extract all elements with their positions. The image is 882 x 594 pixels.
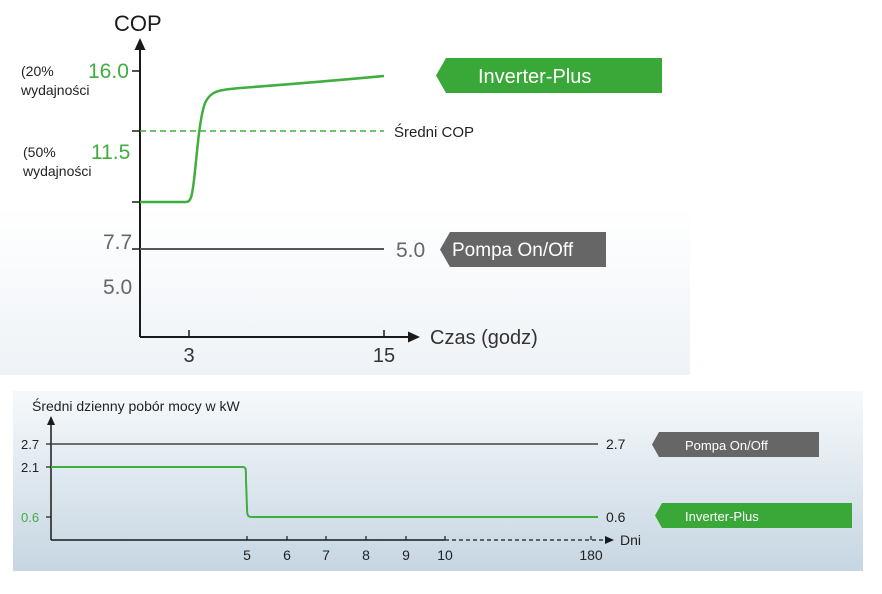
badge-inverter-plus-label: Inverter-Plus bbox=[478, 66, 591, 88]
cop-tick-note-20-line2: wydajności bbox=[20, 82, 89, 98]
power-x-axis-title: Dni bbox=[620, 532, 641, 548]
power-y-tick-label-2-1: 2.1 bbox=[21, 460, 39, 475]
cop-tick-note-50-line2: wydajności bbox=[22, 163, 91, 179]
cop-tick-label-16: 16.0 bbox=[88, 60, 129, 83]
inverter-daily-end-value: 0.6 bbox=[606, 509, 626, 525]
power-x-ticks bbox=[246, 536, 592, 540]
power-y-tick-label-0-6: 0.6 bbox=[21, 510, 39, 525]
cop-x-axis-arrow bbox=[408, 331, 420, 343]
series-line-inverter-plus bbox=[140, 74, 385, 204]
power-x-axis-arrow bbox=[605, 536, 614, 544]
top-chart-background bbox=[0, 0, 690, 375]
average-cop-label: Średni COP bbox=[394, 123, 474, 141]
cop-tick-label-11-5: 11.5 bbox=[91, 141, 130, 164]
cop-tick-note-50-line1: (50% bbox=[23, 144, 56, 160]
cop-x-tick-label-3: 3 bbox=[183, 345, 194, 367]
badge-pompa-on-off: Pompa On/Off bbox=[440, 232, 606, 267]
power-x-tick-label-8: 8 bbox=[362, 547, 370, 563]
cop-tick-note-20-line1: (20% bbox=[21, 63, 54, 79]
power-y-tick-label-2-7: 2.7 bbox=[21, 437, 39, 452]
series-line-inverter-daily bbox=[51, 466, 598, 518]
power-y-axis-title: Średni dzienny pobór mocy w kW bbox=[32, 397, 241, 414]
cop-y-axis-arrow bbox=[134, 38, 146, 50]
power-x-tick-label-6: 6 bbox=[283, 547, 291, 563]
badge-pompa-daily-label: Pompa On/Off bbox=[685, 438, 768, 453]
power-x-tick-label-10: 10 bbox=[437, 547, 453, 563]
badge-inverter-plus: Inverter-Plus bbox=[436, 58, 662, 93]
pompa-daily-end-value: 2.7 bbox=[606, 436, 626, 452]
badge-inverter-daily: Inverter-Plus bbox=[655, 503, 852, 528]
badge-pompa-on-off-label: Pompa On/Off bbox=[452, 240, 574, 261]
power-chart: Średni dzienny pobór mocy w kW Dni 2.7 2… bbox=[21, 397, 852, 563]
cop-tick-label-7-7: 7.7 bbox=[103, 231, 132, 254]
power-y-axis-arrow bbox=[47, 416, 55, 425]
power-x-tick-label-5: 5 bbox=[243, 547, 251, 563]
power-x-tick-label-9: 9 bbox=[402, 547, 410, 563]
power-x-tick-label-7: 7 bbox=[322, 547, 330, 563]
cop-x-tick-label-15: 15 bbox=[373, 345, 395, 367]
cop-x-axis-title: Czas (godz) bbox=[430, 327, 538, 349]
cop-chart: COP Czas (godz) 16.0 11.5 7.7 5.0 (20% w… bbox=[20, 11, 662, 367]
cop-tick-label-5: 5.0 bbox=[103, 276, 132, 299]
badge-inverter-daily-label: Inverter-Plus bbox=[685, 509, 759, 524]
power-x-tick-label-180: 180 bbox=[579, 547, 603, 563]
pompa-end-value: 5.0 bbox=[396, 239, 425, 262]
badge-pompa-daily: Pompa On/Off bbox=[652, 432, 819, 457]
bottom-chart-panel bbox=[13, 391, 863, 571]
cop-y-axis-title: COP bbox=[114, 11, 162, 36]
